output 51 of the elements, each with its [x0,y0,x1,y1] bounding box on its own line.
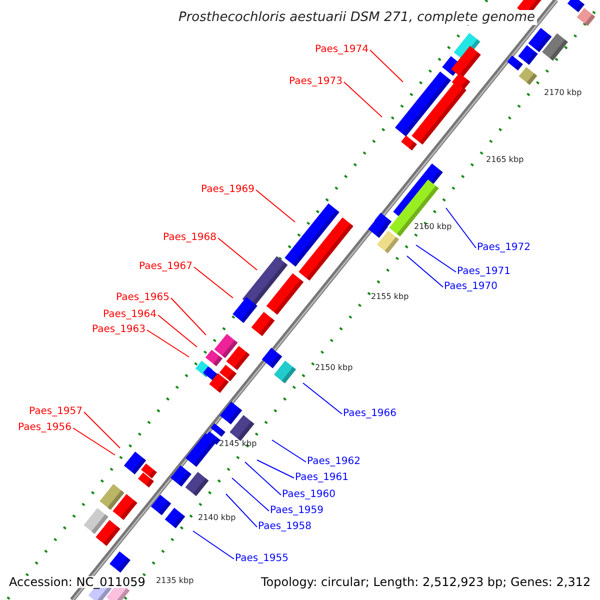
gene-label: Paes_1956 [18,423,72,433]
leader-line [226,494,258,528]
genome-summary-text: Topology: circular; Length: 2,512,923 bp; Genes: 2,312 [261,576,591,588]
leader-line [84,412,120,448]
gene-label: Paes_1969 [201,185,255,195]
scale-label: 2155 kbp [371,293,409,301]
leader-line [72,428,116,456]
leader-line [244,462,282,496]
leader-line [256,190,296,222]
scale-label: 2165 kbp [486,156,524,164]
gene-label: Paes_1960 [282,490,336,500]
leader-line [256,460,294,478]
leader-line [416,244,456,272]
leader-line [406,256,444,288]
accession-text: Accession: NC_011059 [9,576,146,588]
scale-label: 2170 kbp [544,89,582,97]
gene-label: Paes_1964 [103,310,157,320]
leader-line [446,208,476,248]
title: Prosthecochloris aestuarii DSM 271, complete genome [176,10,538,25]
leader-line [218,238,258,270]
gene-label: Paes_1970 [444,282,498,292]
leader-line [232,478,270,512]
scale-label: 2135 kbp [156,577,194,585]
scale-label: 2145 kbp [219,440,257,448]
leader-line [344,82,382,118]
gene-label: Paes_1968 [163,233,217,243]
leader-line [194,266,234,298]
gene-label: Paes_1962 [307,457,361,467]
gene-label: Paes_1958 [258,522,312,532]
gene-label: Paes_1965 [116,293,170,303]
gene-label: Paes_1971 [457,267,511,277]
leader-line [192,530,234,560]
gene-label: Paes_1974 [315,45,369,55]
gene-label: Paes_1972 [477,243,531,253]
leader-line [158,314,198,348]
gene-label: Paes_1957 [29,407,83,417]
gene-label: Paes_1959 [270,506,324,516]
gene-label: Paes_1973 [289,77,343,87]
leader-line [272,440,306,462]
scale-label: 2150 kbp [315,364,353,372]
gene-label: Paes_1966 [343,409,397,419]
leader-line [170,298,206,336]
gene-label: Paes_1961 [295,473,349,483]
scale-label: 2160 kbp [414,223,452,231]
leader-line [302,382,342,414]
gene-label: Paes_1955 [235,554,289,564]
gene-label: Paes_1967 [139,262,193,272]
gene-label: Paes_1963 [92,325,146,335]
leader-line [370,50,404,82]
scale-label: 2140 kbp [198,514,236,522]
leader-line [146,330,190,358]
